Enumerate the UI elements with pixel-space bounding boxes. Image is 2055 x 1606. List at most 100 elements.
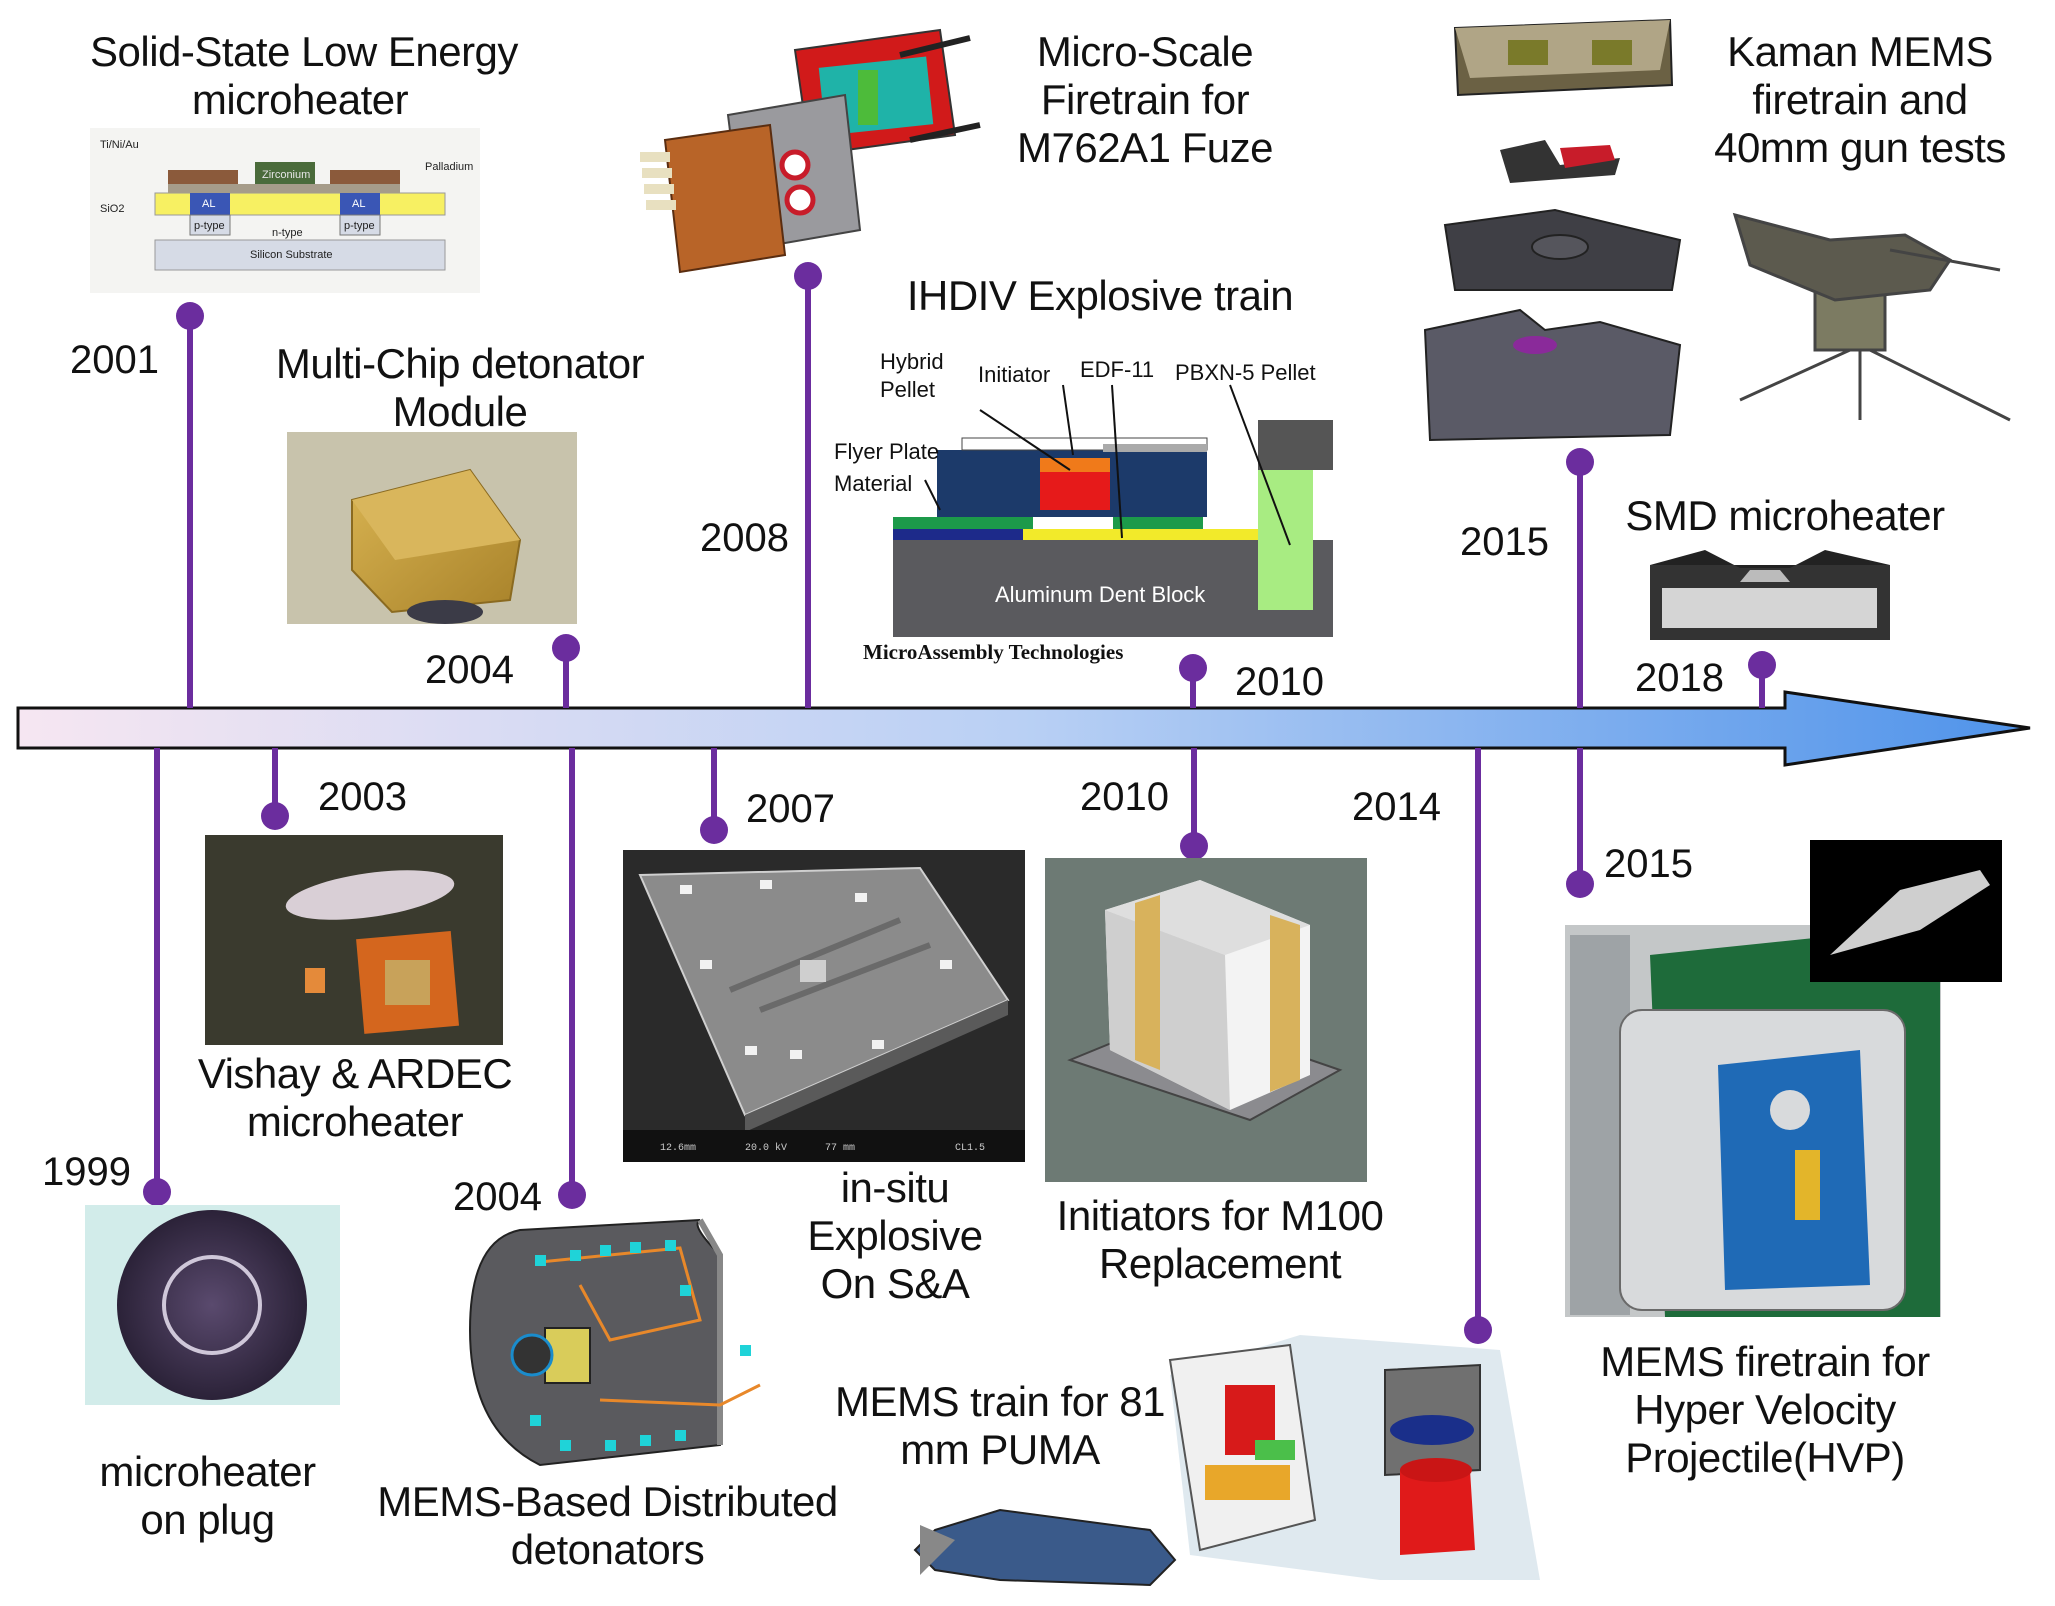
title-2004-top-line2: Module [392,388,528,435]
title-2018-line1: SMD microheater [1625,492,1945,539]
title-2008-line1: Micro-Scale [1036,28,1254,75]
label-al-left: AL [202,198,215,210]
title-2007-line1: in-situ [840,1164,950,1211]
title-2010-top-line1: IHDIV Explosive train [906,272,1294,319]
title-2015-bottom-line1: MEMS firetrain for [1600,1338,1930,1385]
year-2015-top: 2015 [1460,520,1549,564]
year-2003: 2003 [318,775,407,819]
distributed-detonators-render [468,1218,761,1467]
ihdiv-credit: MicroAssembly Technologies [863,640,1124,664]
year-2004-top: 2004 [425,648,514,692]
title-2015-bottom: MEMS firetrain for Hyper Velocity Projec… [1580,1338,1950,1482]
sem-caption-3: 77 mm [825,1143,855,1154]
title-2007-line2: Explosive [807,1212,983,1259]
title-2004-bottom: MEMS-Based Distributed detonators [375,1478,840,1574]
sem-caption-bar: 12.6mm 20.0 kV 77 mm CL1.5 [660,1142,985,1154]
title-2001-line1: Solid-State Low Energy [90,28,518,75]
mk19-gun-render [1732,212,2011,422]
title-2018: SMD microheater [1605,492,1965,540]
title-2015-top-line3: 40mm gun tests [1714,124,2006,171]
title-2010-bottom-line2: Replacement [1099,1240,1341,1287]
label-sio2: SiO2 [100,203,124,215]
title-2004-bottom-line1: MEMS-Based Distributed [377,1478,838,1525]
label-al-right: AL [352,198,365,210]
ihdiv-label-dent-block: Aluminum Dent Block [995,582,1206,607]
microheater-labels: Ti/Ni/Au Palladium SiO2 Zirconium AL AL … [100,139,473,261]
title-2014-line2: mm PUMA [900,1426,1100,1473]
stems-top [176,262,1776,708]
timeline-arrow [16,690,2031,767]
year-2018: 2018 [1635,656,1724,700]
sem-caption-2: 20.0 kV [745,1142,787,1154]
microheater-cross-section [90,128,480,293]
title-2003-line1: Vishay & ARDEC [197,1050,513,1097]
title-2014: MEMS train for 81 mm PUMA [835,1378,1165,1474]
label-ntype: n-type [272,227,303,239]
year-2007: 2007 [746,787,835,831]
ihdiv-explosive-train-diagram [893,384,1333,637]
title-2015-bottom-line3: Projectile(HVP) [1625,1434,1905,1481]
ihdiv-label-initiator: Initiator [978,362,1051,387]
ihdiv-label-pbxn5: PBXN-5 Pellet [1175,360,1316,385]
title-2008-line2: Firetrain for [1040,76,1250,123]
title-2015-top-line2: firetrain and [1752,76,1968,123]
label-tinau: Ti/Ni/Au [100,139,139,151]
title-2010-bottom-line1: Initiators for M100 [1056,1192,1384,1239]
title-2007-line3: On S&A [820,1260,970,1307]
sem-caption-4: CL1.5 [955,1143,985,1154]
title-2008-line3: M762A1 Fuze [1017,124,1273,171]
title-2001: Solid-State Low Energy microheater [90,28,518,124]
kaman-mems-exploded-render [1423,18,1682,442]
title-2015-top: Kaman MEMS firetrain and 40mm gun tests [1690,28,2030,172]
title-1999-line1: microheater [99,1448,316,1495]
puma-mems-render [913,1335,1540,1587]
title-2007: in-situ Explosive On S&A [800,1164,990,1308]
label-zirconium: Zirconium [262,169,310,181]
in-situ-sem-image [623,850,1025,1162]
year-2008: 2008 [700,516,789,560]
year-2001: 2001 [70,338,159,382]
ihdiv-flyer-line1: Flyer Plate [834,439,940,464]
title-2010-bottom: Initiators for M100 Replacement [1045,1192,1395,1288]
smd-microheater-render [1650,550,1890,640]
title-2003-line2: microheater [246,1098,464,1145]
label-palladium: Palladium [425,161,473,173]
label-silicon-substrate: Silicon Substrate [250,249,333,261]
title-2003: Vishay & ARDEC microheater [180,1050,530,1146]
title-2001-line2: microheater [191,76,409,123]
ihdiv-flyer-line2: Material [834,471,913,496]
label-ptype-right: p-type [344,220,375,232]
title-2004-top: Multi-Chip detonator Module [270,340,650,436]
ihdiv-hybrid-line2: Pellet [880,377,936,402]
title-2004-bottom-line2: detonators [510,1526,705,1573]
year-2004-bottom: 2004 [453,1175,542,1219]
year-2010-top: 2010 [1235,660,1324,704]
title-2014-line1: MEMS train for 81 [835,1378,1165,1425]
year-2010-bottom: 2010 [1080,775,1169,819]
title-2008: Micro-Scale Firetrain for M762A1 Fuze [1005,28,1285,172]
ihdiv-label-edf11: EDF-11 [1080,357,1155,382]
label-ptype-left: p-type [194,220,225,232]
m100-initiator-photo [1045,858,1367,1182]
title-2015-bottom-line2: Hyper Velocity [1634,1386,1896,1433]
year-2015-bottom: 2015 [1604,842,1693,886]
title-2010-top: IHDIV Explosive train [900,272,1300,320]
year-1999: 1999 [42,1150,131,1194]
m762a1-firetrain-render [640,28,981,274]
stems-bottom [143,748,1594,1344]
title-1999-line2: on plug [140,1496,275,1543]
sem-caption-1: 12.6mm [660,1143,696,1154]
ihdiv-label-flyer-plate: Flyer Plate Material [834,436,939,500]
title-2004-top-line1: Multi-Chip detonator [275,340,645,387]
hvp-firetrain-render [1565,840,2002,1317]
ihdiv-hybrid-line1: Hybrid [880,349,944,374]
year-2014: 2014 [1352,785,1441,829]
ihdiv-label-hybrid-pellet: Hybrid Pellet [880,348,944,404]
vishay-microheater-photo [205,835,503,1045]
title-2015-top-line1: Kaman MEMS [1727,28,1993,75]
title-1999: microheater on plug [70,1448,345,1544]
multi-chip-module-photo [287,432,577,624]
plug-microheater-photo [85,1205,340,1405]
